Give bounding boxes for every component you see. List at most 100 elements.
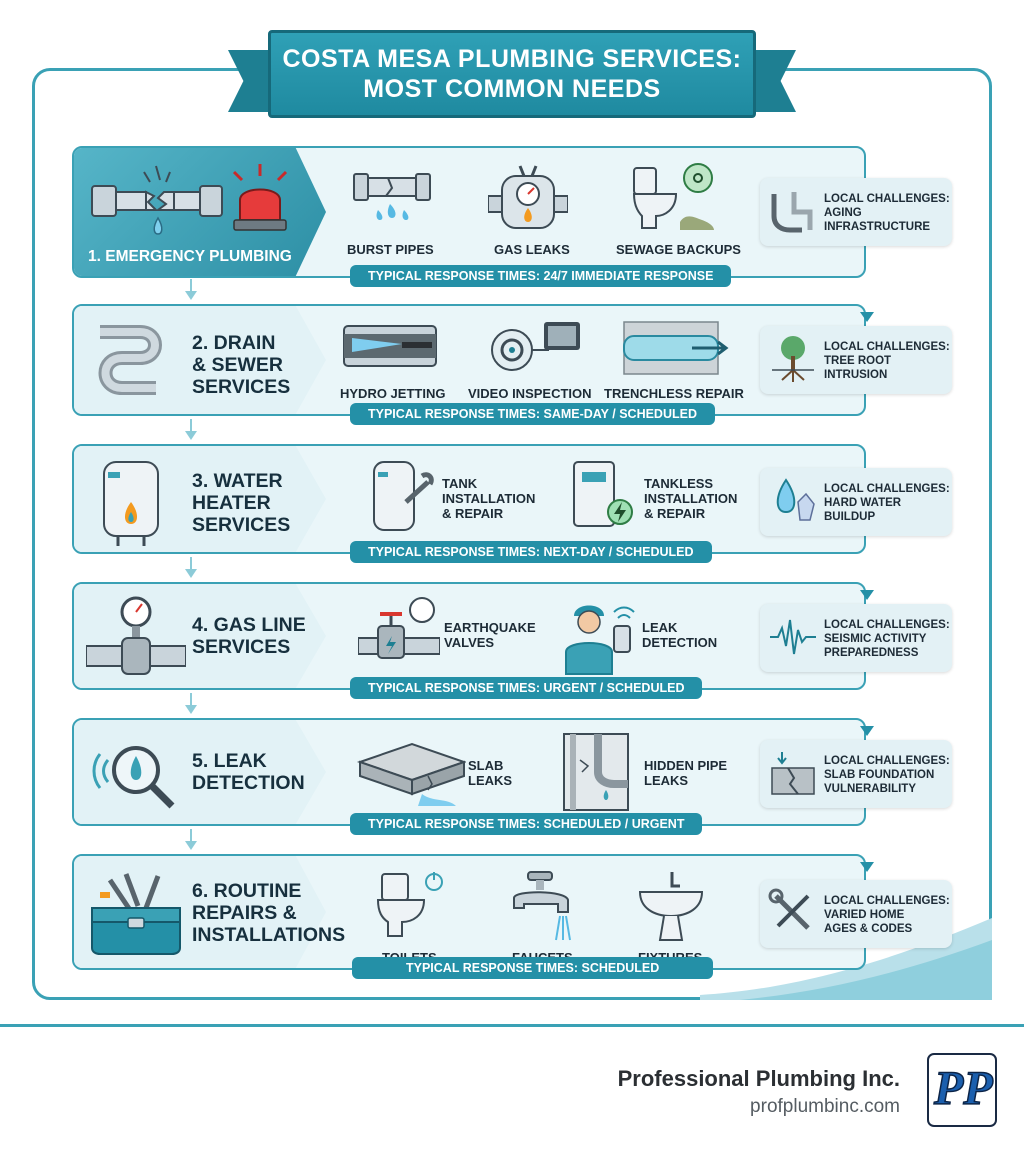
service-label: SEWAGE BACKUPS: [616, 242, 741, 257]
local-challenge: LOCAL CHALLENGES: VARIED HOME AGES & COD…: [760, 880, 952, 948]
arrow-right-icon: [860, 590, 874, 600]
challenge-text: INTRUSION: [824, 369, 888, 381]
old-pipes-icon: [771, 192, 813, 233]
tank-heater-wrench-icon: [373, 461, 434, 531]
gas-meter-icon: [488, 165, 568, 229]
service-label: GAS LEAKS: [494, 242, 570, 257]
service-gas-leaks: GAS LEAKS: [486, 160, 576, 270]
arrow-down-icon: [185, 557, 197, 578]
company-url[interactable]: profplumbinc.com: [750, 1096, 900, 1117]
service-label: BURST PIPES: [347, 242, 434, 257]
slab-leak-icon: [356, 742, 466, 806]
tankless-heater-icon: [573, 461, 633, 527]
challenge-text: BUILDUP: [824, 511, 876, 523]
arrow-down-icon: [185, 419, 197, 440]
cracked-slab-icon: [771, 752, 815, 795]
wrench-screwdriver-icon: [768, 888, 810, 930]
challenge-text: VARIED HOME: [824, 909, 905, 921]
service-label: HYDRO JETTING: [340, 386, 446, 401]
category-title: 1. EMERGENCY PLUMBING: [88, 248, 292, 265]
arrow-right-icon: [860, 726, 874, 736]
trenchless-pipe-icon: [623, 321, 729, 375]
response-time-badge: TYPICAL RESPONSE TIMES: SCHEDULED / URGE…: [350, 813, 703, 835]
category-card-emergency: 1. EMERGENCY PLUMBING BURST PIPES GAS LE…: [72, 146, 952, 287]
broken-pipe-and-siren-icon: [91, 164, 288, 235]
earthquake-valve-icon: [358, 597, 440, 659]
arrow-right-icon: [860, 312, 874, 322]
response-time-badge: TYPICAL RESPONSE TIMES: 24/7 IMMEDIATE R…: [350, 265, 732, 287]
water-crystal-icon: [776, 478, 815, 521]
faucet-icon: [513, 871, 571, 941]
service-trenchless-repair: TRENCHLESS REPAIR: [604, 318, 744, 428]
response-time-badge: TYPICAL RESPONSE TIMES: URGENT / SCHEDUL…: [350, 677, 703, 699]
response-time-badge: TYPICAL RESPONSE TIMES: SAME-DAY / SCHED…: [350, 403, 715, 425]
service-label: TRENCHLESS REPAIR: [604, 386, 744, 401]
company-name: Professional Plumbing Inc.: [617, 1066, 900, 1091]
decorative-wave: [700, 918, 992, 1000]
challenge-text: AGES & CODES: [824, 923, 913, 935]
response-time-badge: TYPICAL RESPONSE TIMES: SCHEDULED: [352, 957, 714, 979]
local-challenge: LOCAL CHALLENGES: HARD WATER BUILDUP: [760, 468, 952, 536]
hydro-jet-icon: [343, 325, 437, 367]
challenge-text: HARD WATER: [824, 497, 902, 509]
challenge-heading: LOCAL CHALLENGES:: [824, 483, 950, 495]
service-fixtures: FIXTURES: [636, 868, 726, 978]
water-heater-icon: [103, 461, 159, 546]
challenge-text: VULNERABILITY: [824, 783, 916, 795]
company-brand: Professional Plumbing Inc. profplumbinc.…: [618, 1066, 900, 1118]
response-time-badge: TYPICAL RESPONSE TIMES: NEXT-DAY / SCHED…: [350, 541, 712, 563]
toilet-biohazard-icon: [632, 163, 714, 230]
footer-divider: [0, 1024, 1024, 1027]
burst-pipe-icon: [353, 173, 431, 220]
title-banner: COSTA MESA PLUMBING SERVICES: MOST COMMO…: [228, 22, 796, 118]
local-challenge: LOCAL CHALLENGES: AGING INFRASTRUCTURE: [760, 178, 952, 246]
drain-pipe-icon: [98, 325, 162, 395]
challenge-text: PREPAREDNESS: [824, 647, 919, 659]
magnifier-drop-icon: [92, 746, 175, 809]
hidden-pipe-icon: [563, 733, 629, 811]
service-burst-pipes: BURST PIPES: [344, 160, 444, 270]
local-challenge: LOCAL CHALLENGES: SLAB FOUNDATION VULNER…: [760, 740, 952, 808]
challenge-heading: LOCAL CHALLENGES:: [824, 341, 950, 353]
technician-detector-icon: [565, 605, 635, 675]
sink-icon: [638, 872, 704, 941]
camera-inspection-icon: [491, 322, 580, 371]
arrow-down-icon: [185, 829, 197, 850]
page-title-line1: COSTA MESA PLUMBING SERVICES:: [282, 45, 742, 73]
arrow-right-icon: [860, 862, 874, 872]
service-hydro-jetting: HYDRO JETTING: [336, 318, 456, 428]
service-video-inspection: VIDEO INSPECTION: [468, 318, 598, 428]
toilet-icon: [376, 872, 443, 937]
gas-line-gauge-icon: [86, 596, 186, 675]
challenge-text: AGING: [824, 207, 862, 219]
challenge-text: SEISMIC ACTIVITY: [824, 633, 927, 645]
challenge-heading: LOCAL CHALLENGES:: [824, 193, 950, 205]
company-logo: PP: [927, 1053, 997, 1127]
tree-roots-icon: [772, 336, 814, 382]
local-challenge: LOCAL CHALLENGES: SEISMIC ACTIVITY PREPA…: [760, 604, 952, 672]
challenge-text: TREE ROOT: [824, 355, 892, 367]
svg-text:PP: PP: [933, 1062, 993, 1115]
challenge-text: INFRASTRUCTURE: [824, 221, 931, 233]
service-label: VIDEO INSPECTION: [468, 386, 592, 401]
service-sewage-backups: SEWAGE BACKUPS: [610, 160, 741, 270]
seismic-wave-icon: [770, 619, 816, 655]
challenge-heading: LOCAL CHALLENGES:: [824, 755, 950, 767]
